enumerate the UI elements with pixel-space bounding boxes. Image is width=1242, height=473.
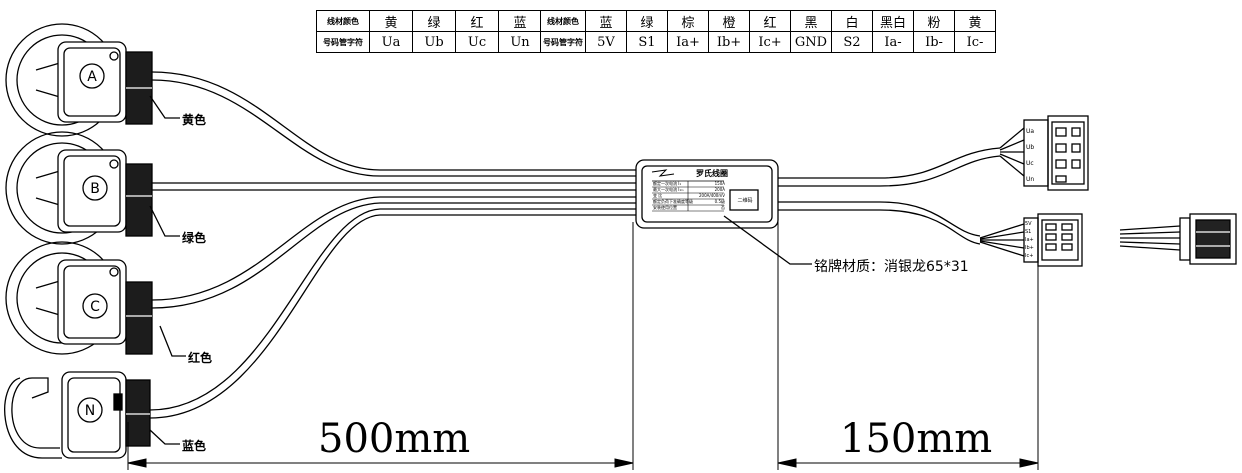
sensor-n [4, 371, 151, 459]
nameplate-brand: 罗氏线圈 [696, 169, 728, 178]
table-cell: 粉 [913, 10, 955, 32]
table-cell: Ia+ [667, 31, 709, 53]
table-cell: 红 [455, 10, 499, 32]
pin-label: Uc [1026, 160, 1034, 167]
connector-1 [1023, 115, 1089, 191]
dimension-150: 150mm [840, 416, 993, 462]
table-cell: GND [790, 31, 832, 53]
output-cables [778, 127, 1025, 257]
row-header: 线材颜色 [540, 10, 586, 32]
table-cell: Un [498, 31, 542, 53]
pin-label: Ib+ [1025, 245, 1034, 251]
connector-2-labels: 5V S1 Ia+ Ib+ Ic+ [1025, 220, 1034, 260]
table-cell: Uc [455, 31, 499, 53]
table-cell: 蓝 [498, 10, 542, 32]
table-cell: 绿 [412, 10, 456, 32]
table-cell: 橙 [708, 10, 750, 32]
qr-box-label: 二维码 [737, 198, 753, 204]
table-cell: Ib+ [708, 31, 750, 53]
mating-connector [1119, 213, 1237, 265]
table-cell: Ib- [913, 31, 955, 53]
table-cell: 蓝 [585, 10, 627, 32]
nameplate-material-note: 铭牌材质：消银龙65*31 [814, 259, 969, 275]
main-cable-bundle [149, 71, 636, 419]
table-cell: Ia- [872, 31, 914, 53]
sensor-a-letter: A [87, 69, 97, 85]
table-cell: 白 [831, 10, 873, 32]
connector-2 [1023, 213, 1083, 267]
sensor-c [5, 241, 153, 355]
table-row: 号码管字符 5V S1 Ia+ Ib+ Ic+ GND S2 Ia- Ib- I… [540, 31, 996, 53]
sensor-c-letter: C [90, 299, 100, 315]
table-row: 线材颜色 蓝 绿 棕 橙 红 黑 白 黑白 粉 黄 [540, 10, 996, 32]
table-cell: 黄 [954, 10, 996, 32]
table-cell: Ic+ [749, 31, 791, 53]
row-header: 号码管字符 [540, 31, 586, 53]
pin-label: Ub [1026, 144, 1035, 151]
wire-label-n: 蓝色 [182, 439, 207, 453]
table-cell: Ub [412, 31, 456, 53]
pin-label: Ic+ [1025, 253, 1034, 259]
table-row: 线材颜色 黄 绿 红 蓝 [316, 10, 542, 32]
sensor-wire-table: 线材颜色 黄 绿 红 蓝 号码管字符 Ua Ub Uc Un [316, 10, 542, 53]
table-cell: Ua [369, 31, 413, 53]
table-cell: 黄 [369, 10, 413, 32]
table-cell: 绿 [626, 10, 668, 32]
table-cell: 黑 [790, 10, 832, 32]
pin-label: S1 [1025, 229, 1032, 235]
output-wire-table: 线材颜色 蓝 绿 棕 橙 红 黑 白 黑白 粉 黄 号码管字符 5V S1 Ia… [540, 10, 996, 53]
nameplate-leader [723, 215, 812, 265]
nameplate-row: 安装使用位置否 [653, 205, 725, 210]
connector-1-labels: Ua Ub Uc Un [1026, 124, 1034, 188]
table-cell: S1 [626, 31, 668, 53]
wire-label-a: 黄色 [182, 113, 207, 127]
splitter-body [635, 159, 779, 229]
sensor-a [5, 23, 153, 137]
table-cell: 5V [585, 31, 627, 53]
table-cell: 棕 [667, 10, 709, 32]
pin-label: Ua [1026, 128, 1035, 135]
wire-label-c: 红色 [188, 351, 213, 365]
table-cell: 黑白 [872, 10, 914, 32]
pin-label: Un [1026, 176, 1035, 183]
dimension-500: 500mm [318, 416, 471, 462]
dimension-lines [127, 210, 1039, 470]
pin-label: 5V [1025, 221, 1032, 227]
pin-label: Ia+ [1025, 237, 1034, 243]
row-header: 线材颜色 [316, 10, 370, 32]
table-cell: 红 [749, 10, 791, 32]
sensor-n-letter: N [85, 403, 95, 419]
table-cell: S2 [831, 31, 873, 53]
row-header: 号码管字符 [316, 31, 370, 53]
table-cell: Ic- [954, 31, 996, 53]
wire-label-leaders [149, 95, 186, 445]
sensor-b [5, 131, 153, 245]
wire-label-b: 绿色 [182, 231, 207, 245]
sensor-b-letter: B [90, 181, 100, 197]
table-row: 号码管字符 Ua Ub Uc Un [316, 31, 542, 53]
